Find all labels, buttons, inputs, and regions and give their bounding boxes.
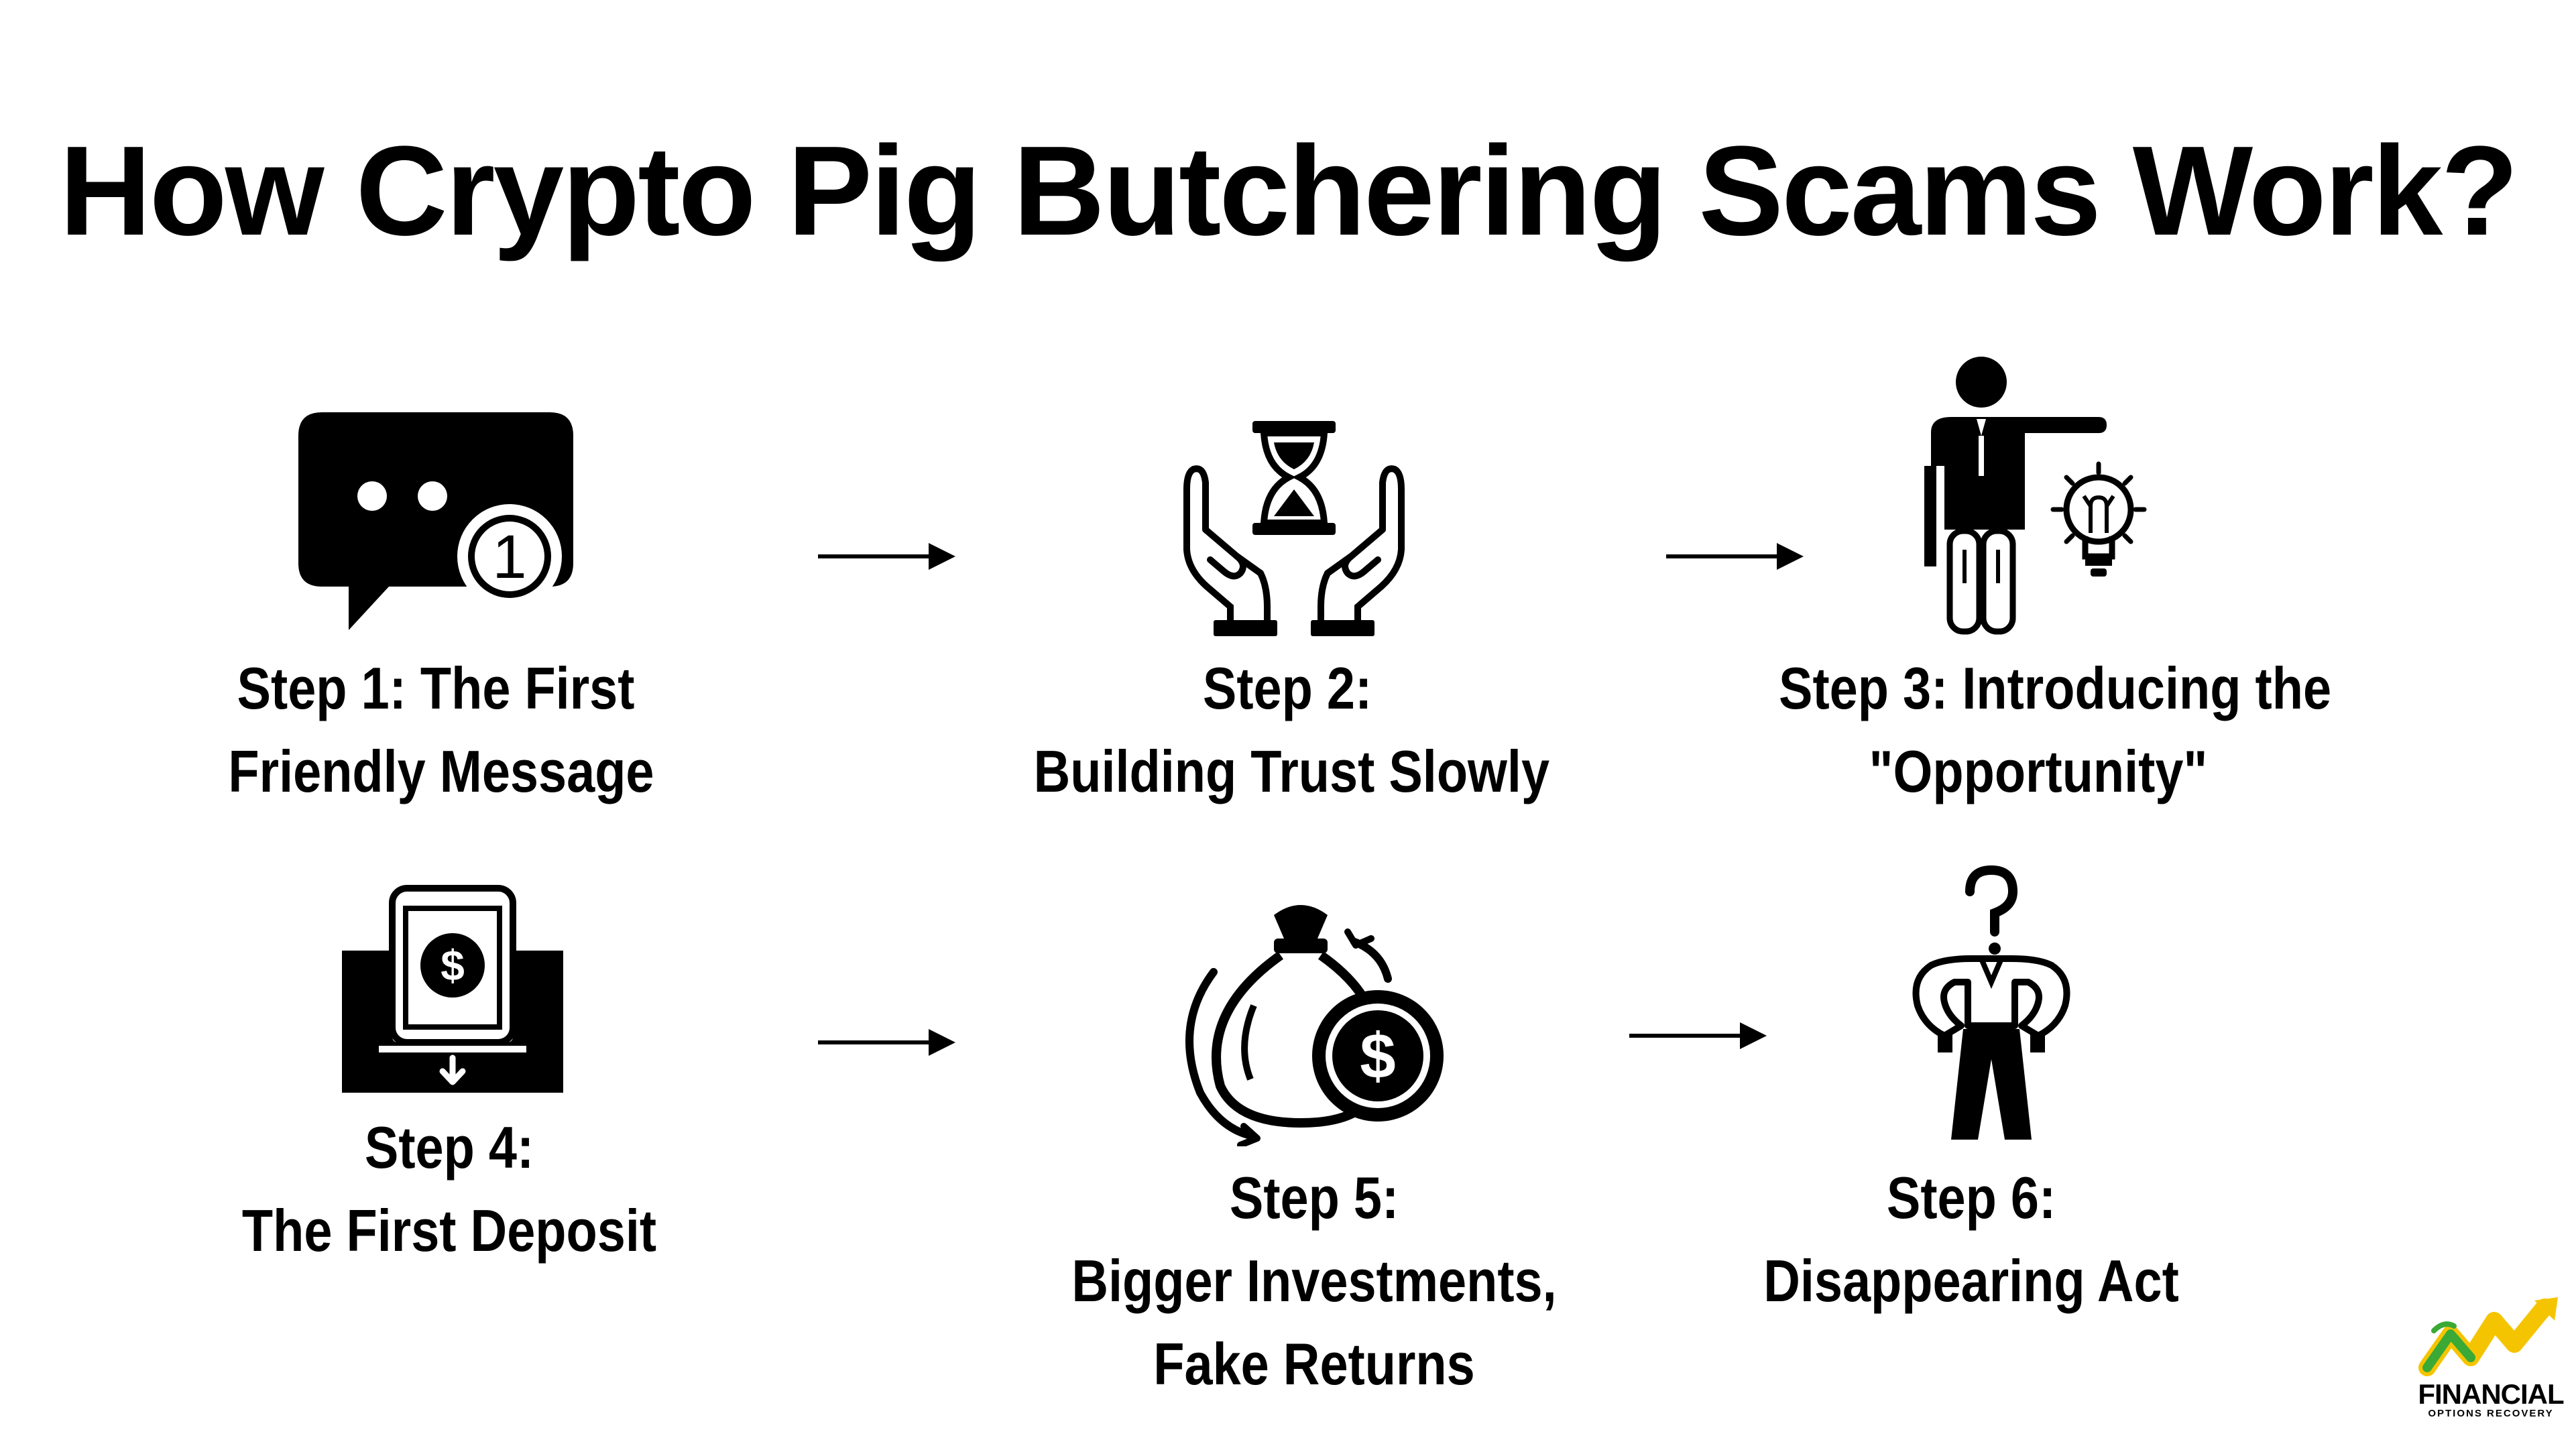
step-2-subtitle: Building Trust Slowly bbox=[1033, 738, 1550, 804]
arrow-step-5-to-6 bbox=[1629, 1016, 1767, 1056]
step-3-title: Step 3: Introducing the bbox=[1779, 655, 2332, 721]
step-6-label: Step 6: Disappearing Act bbox=[1752, 1156, 2190, 1323]
step-5-subtitle: Bigger Investments, bbox=[1071, 1248, 1557, 1314]
step-2-label: Step 2: Building Trust Slowly bbox=[1033, 647, 1550, 813]
step-5-subtitle-2: Fake Returns bbox=[1153, 1331, 1475, 1397]
step-1-title: Step 1: The First bbox=[237, 655, 635, 721]
logo-name: FINANCIAL bbox=[2418, 1378, 2564, 1410]
headless-man-question-icon bbox=[1904, 865, 2079, 1146]
step-5-title: Step 5: bbox=[1229, 1164, 1399, 1231]
chat-bubble-notification-icon: 1 bbox=[295, 402, 577, 637]
businessman-lightbulb-icon bbox=[1918, 355, 2159, 637]
logo-mark-icon bbox=[2418, 1297, 2558, 1376]
badge-number: 1 bbox=[492, 523, 526, 591]
step-4-label: Step 4: The First Deposit bbox=[241, 1106, 656, 1272]
svg-text:$: $ bbox=[1360, 1020, 1395, 1092]
step-3-subtitle: "Opportunity" bbox=[1869, 738, 2208, 804]
money-bag-coin-icon: $ bbox=[1173, 892, 1455, 1146]
step-4-subtitle: The First Deposit bbox=[241, 1197, 657, 1264]
step-6-subtitle: Disappearing Act bbox=[1763, 1248, 2179, 1314]
page-title: How Crypto Pig Butchering Scams Work? bbox=[59, 120, 2519, 262]
cash-deposit-icon: $ bbox=[342, 871, 563, 1093]
logo-subtitle: OPTIONS RECOVERY bbox=[2428, 1408, 2554, 1419]
step-1-label: Step 1: The First Friendly Message bbox=[228, 647, 654, 813]
step-4-title: Step 4: bbox=[364, 1114, 534, 1181]
step-1-subtitle: Friendly Message bbox=[228, 738, 654, 804]
step-3-label: Step 3: Introducing the "Opportunity" bbox=[1779, 647, 2332, 813]
arrow-step-1-to-2 bbox=[818, 536, 955, 577]
step-6-title: Step 6: bbox=[1886, 1164, 2056, 1231]
financial-options-recovery-logo: FINANCIAL OPTIONS RECOVERY bbox=[2414, 1294, 2568, 1421]
svg-text:$: $ bbox=[441, 941, 465, 989]
step-2-title: Step 2: bbox=[1202, 655, 1372, 721]
arrow-step-2-to-3 bbox=[1666, 536, 1804, 577]
hands-hourglass-icon bbox=[1173, 416, 1415, 644]
step-5-label: Step 5: Bigger Investments, Fake Returns bbox=[1061, 1156, 1568, 1406]
arrow-step-4-to-5 bbox=[818, 1022, 955, 1063]
